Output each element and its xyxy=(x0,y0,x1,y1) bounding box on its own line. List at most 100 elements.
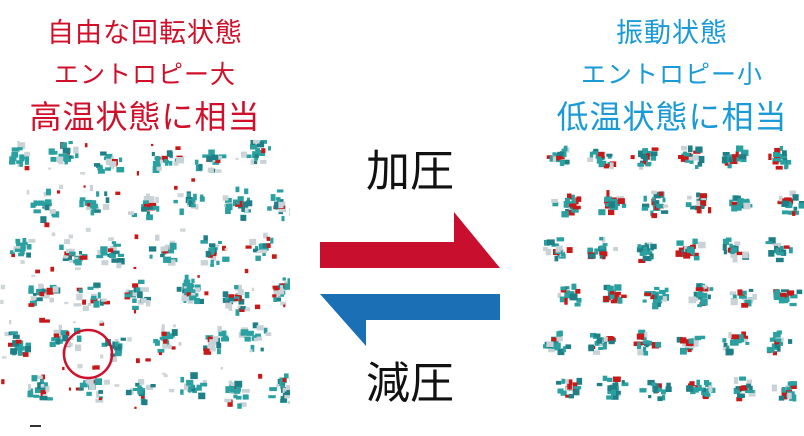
molecule-cluster xyxy=(543,330,572,356)
atom xyxy=(166,249,175,254)
atom xyxy=(64,301,69,305)
atom xyxy=(206,156,213,162)
atom xyxy=(243,152,247,157)
atom xyxy=(40,389,47,397)
atom xyxy=(596,337,602,344)
atom xyxy=(227,297,235,302)
atom xyxy=(100,246,108,253)
atom xyxy=(256,336,262,341)
atom xyxy=(228,380,233,387)
atom xyxy=(68,141,73,145)
atom xyxy=(566,247,573,253)
atom xyxy=(696,205,702,210)
atom xyxy=(188,283,195,288)
molecule-cluster xyxy=(722,331,750,356)
atom xyxy=(45,199,52,205)
atom xyxy=(113,243,121,247)
atom xyxy=(695,146,703,153)
atom xyxy=(777,200,783,205)
atom xyxy=(234,380,243,388)
atom xyxy=(46,287,54,295)
atom xyxy=(67,155,72,159)
atom xyxy=(77,364,83,369)
atom xyxy=(639,388,647,393)
atom xyxy=(95,398,104,403)
atom xyxy=(772,161,779,165)
atom xyxy=(787,392,792,400)
atom xyxy=(132,292,139,297)
atom xyxy=(695,165,699,169)
atom xyxy=(99,322,105,326)
atom xyxy=(181,294,188,302)
atom xyxy=(28,303,35,307)
molecule-cluster xyxy=(588,332,617,355)
atom xyxy=(15,238,21,244)
atom xyxy=(84,143,88,148)
atom xyxy=(138,279,145,284)
atom xyxy=(284,391,290,396)
atom xyxy=(638,329,646,336)
atom xyxy=(112,250,120,255)
atom xyxy=(587,157,594,162)
atom xyxy=(657,396,663,402)
atom xyxy=(614,202,620,206)
atom xyxy=(610,299,618,304)
atom xyxy=(62,257,69,261)
atom xyxy=(259,150,266,156)
atom xyxy=(651,382,657,387)
atom xyxy=(278,201,284,208)
atom xyxy=(111,258,119,263)
atom xyxy=(259,249,268,254)
atom xyxy=(138,379,145,385)
atom xyxy=(733,195,741,201)
atom xyxy=(641,245,645,252)
atom xyxy=(621,294,627,298)
atom xyxy=(281,215,285,222)
atom xyxy=(16,242,24,246)
atom xyxy=(256,250,261,253)
atom xyxy=(650,294,655,300)
atom xyxy=(184,274,189,282)
atom xyxy=(652,290,656,297)
atom xyxy=(588,344,594,352)
atom xyxy=(636,247,643,253)
atom xyxy=(705,382,712,387)
atom xyxy=(698,156,705,163)
atom xyxy=(37,200,45,206)
atom xyxy=(698,197,703,205)
atom xyxy=(556,155,560,161)
molecule-cluster xyxy=(124,279,151,310)
atom xyxy=(689,158,694,164)
atom xyxy=(608,201,615,208)
atom xyxy=(644,332,648,338)
atom xyxy=(768,250,775,257)
atom xyxy=(732,294,737,301)
atom xyxy=(565,344,572,349)
atom xyxy=(573,386,582,390)
atom xyxy=(725,348,733,356)
atom xyxy=(780,292,787,298)
atom xyxy=(237,403,242,409)
atom xyxy=(182,282,188,290)
atom xyxy=(723,342,728,347)
atom xyxy=(279,381,283,386)
atom xyxy=(161,324,165,332)
atom xyxy=(136,171,139,176)
atom xyxy=(93,163,101,167)
atom xyxy=(696,198,701,203)
atom xyxy=(246,330,254,336)
atom xyxy=(608,209,615,216)
atom xyxy=(9,160,16,165)
atom xyxy=(652,302,659,310)
atom xyxy=(284,393,290,399)
atom xyxy=(621,382,629,387)
atom xyxy=(556,237,565,242)
atom xyxy=(722,338,727,343)
atom xyxy=(562,346,566,353)
atom xyxy=(262,252,266,256)
atom xyxy=(700,335,706,340)
atom xyxy=(183,286,187,289)
atom xyxy=(693,154,700,161)
atom xyxy=(651,147,659,151)
atom xyxy=(195,204,199,210)
